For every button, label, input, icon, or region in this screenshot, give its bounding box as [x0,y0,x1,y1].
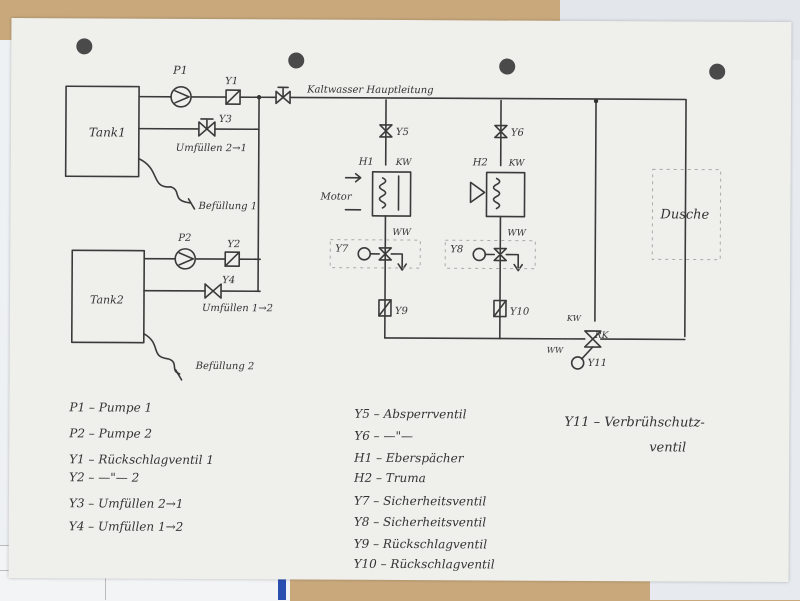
ww2-label: WW [507,229,526,239]
pipe-ww-collector [385,338,565,339]
kw2-label: KW [508,159,525,169]
gauge-y8-icon [473,248,485,260]
valve-y4-icon [205,284,221,298]
legend-mid-item: Y5 – Absperrventil [354,407,466,422]
tank1-label: Tank1 [89,125,126,139]
legend-left-item: Y1 – Rückschlagventil 1 [69,452,214,467]
y8-label: Y8 [450,244,463,255]
fill-hose-1 [139,159,191,203]
junction-dot [594,99,598,103]
kaltwasser-label: Kaltwasser Hauptleitung [306,85,434,97]
sketch-sheet: Tank1 Tank2 P1 Y1 Y3 Umfüllen 2→1 Befüll… [9,18,792,582]
y7-label: Y7 [335,244,349,255]
valve-diag [225,252,239,266]
kw1-label: KW [395,158,412,168]
heater-coil-icon [379,178,385,208]
legend-right-item: Y11 – Verbrühschutz- [564,415,705,431]
legend-right: Y11 – Verbrühschutz- ventil [564,415,705,456]
legend-mid-item: H2 – Truma [353,471,426,485]
h1-label: H1 [358,157,374,168]
motor-arrow-icon [346,174,361,182]
pipe-kw-to-mixer [595,101,596,321]
umfuellen-21-label: Umfüllen 2→1 [176,143,247,154]
legend-mid: Y5 – Absperrventil Y6 – —"— H1 – Eberspä… [353,407,496,572]
plumbing-schematic: Tank1 Tank2 P1 Y1 Y3 Umfüllen 2→1 Befüll… [9,18,792,582]
legend-mid-item: Y6 – —"— [354,429,413,443]
y5-label: Y5 [396,127,409,138]
kw3-label: KW [566,314,582,323]
y2-label: Y2 [227,239,240,250]
y3-label: Y3 [219,114,232,125]
befuellung1-label: Befüllung 1 [197,201,257,212]
pipe-collector [258,97,259,291]
p1-label: P1 [172,64,187,77]
valve-handle [278,87,288,97]
rk-label: RK [594,331,610,341]
pump-arrow [179,253,193,265]
valve-diag [226,90,240,104]
tank2-label: Tank2 [90,293,124,306]
y9-label: Y9 [395,306,409,317]
legend-left: P1 – Pumpe 1 P2 – Pumpe 2 Y1 – Rückschla… [68,400,214,534]
h2-label: H2 [472,157,488,168]
motor-label: Motor [320,192,353,203]
ww3-label: WW [547,346,564,355]
knob-y11-icon [572,357,584,369]
gauge-y7-icon [358,248,370,260]
hose-end [176,370,182,380]
legend-left-item: P2 – Pumpe 2 [68,426,152,440]
y11-label: Y11 [588,358,607,369]
legend-mid-item: Y7 – Sicherheitsventil [354,494,487,509]
fill-hose-2 [144,334,180,374]
burner-icon [471,182,485,202]
umfuellen-12-label: Umfüllen 1→2 [202,303,273,314]
legend-mid-item: Y8 – Sicherheitsventil [354,515,487,530]
heater-coil-icon [493,178,499,208]
p2-label: P2 [177,233,191,244]
befuellung2-label: Befüllung 2 [195,361,255,372]
legend-mid-item: Y10 – Rückschlagventil [354,557,495,572]
legend-left-item: Y3 – Umfüllen 2→1 [69,496,184,511]
legend-left-item: Y4 – Umfüllen 1→2 [69,519,184,534]
y6-label: Y6 [511,128,525,139]
legend-left-item: P1 – Pumpe 1 [68,400,152,414]
ww1-label: WW [392,228,411,238]
pump-arrow [175,91,189,103]
hose-end [188,199,194,209]
legend-mid-item: Y9 – Rückschlagventil [354,537,488,552]
y1-label: Y1 [225,76,238,87]
y4-label: Y4 [222,275,235,286]
heater-h1-box [372,172,410,216]
legend-left-item: Y2 – —"— 2 [69,470,139,484]
legend-right-item: ventil [649,440,686,455]
y10-label: Y10 [510,307,530,318]
valve-handle [201,119,213,129]
dusche-label: Dusche [659,207,709,222]
legend-mid-item: H1 – Eberspächer [353,451,465,466]
heater-h2-box [486,172,524,216]
